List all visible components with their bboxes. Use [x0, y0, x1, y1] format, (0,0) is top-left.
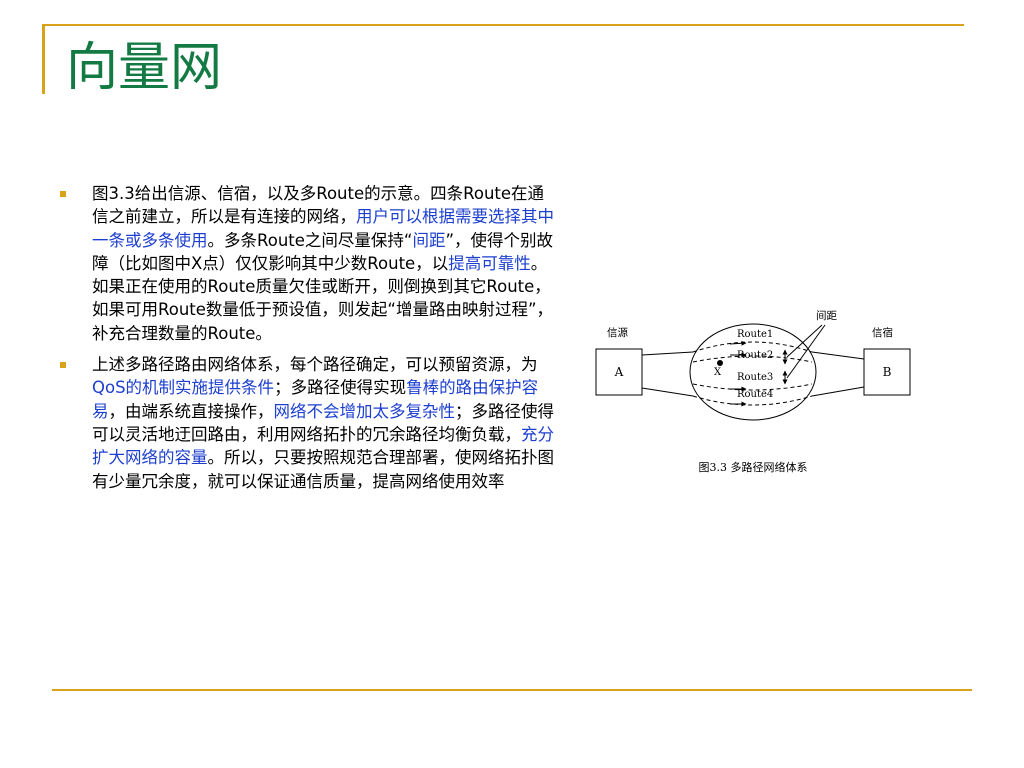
- connector-line: [641, 387, 694, 397]
- highlight-segment: 充分扩大网络的容量: [92, 424, 554, 468]
- text-segment: 。多条Route之间尽量保持“: [207, 230, 413, 250]
- text-segment: ，由端系统直接操作，: [108, 401, 274, 421]
- bullet-text: 图3.3给出信源、信宿，以及多Route的示意。四条Route在通信之前建立，所…: [92, 184, 554, 343]
- bullet-item-1: 图3.3给出信源、信宿，以及多Route的示意。四条Route在通信之前建立，所…: [60, 182, 556, 345]
- route-2-label: Route2: [737, 350, 773, 361]
- figure-caption: 图3.3 多路径网络体系: [699, 460, 808, 474]
- bullet-text: 上述多路径路由网络体系，每个路径确定，可以预留资源，为QoS的机制实施提供条件；…: [92, 355, 554, 490]
- route-3-label: Route3: [737, 372, 773, 383]
- route-1-path: [692, 341, 813, 353]
- route-3-path: [692, 383, 813, 391]
- multipath-network-diagram: 信源 信宿 间距 A B Route1 Route2 Route3 Route4…: [595, 309, 911, 474]
- node-b: B: [863, 348, 911, 396]
- bullet-list: 图3.3给出信源、信宿，以及多Route的示意。四条Route在通信之前建立，所…: [60, 182, 556, 501]
- node-b-box: [863, 348, 911, 396]
- spacing-leader-line: [786, 324, 826, 379]
- square-bullet-icon: [60, 191, 66, 197]
- text-segment: 上述多路径路由网络体系，每个路径确定，可以预留资源，为: [92, 355, 538, 375]
- failure-point-label: X: [714, 367, 722, 378]
- square-bullet-icon: [60, 362, 66, 369]
- highlight-segment: QoS的机制实施提供条件: [92, 378, 275, 398]
- page-title: 向量网: [66, 38, 223, 98]
- bullet-item-2: 上述多路径路由网络体系，每个路径确定，可以预留资源，为QoS的机制实施提供条件；…: [60, 353, 556, 493]
- node-a-box: [595, 348, 643, 396]
- connector-line: [811, 351, 865, 360]
- text-segment: ；多路径使得实现: [274, 378, 407, 398]
- route-4-label: Route4: [737, 389, 773, 400]
- failure-point-dot: [717, 360, 723, 366]
- highlight-segment: 用户可以根据需要选择其中一条或多条使用: [92, 207, 554, 250]
- highlight-segment: 间距: [412, 230, 446, 250]
- text-segment: 图3.3给出信源、信宿，以及多Route的示意。四条Route在通信之前建立，所…: [92, 184, 545, 227]
- text-segment: 。所以，只要按照规范合理部署，使网络拓扑图有少量冗余度，就可以保证通信质量，提高…: [92, 448, 554, 491]
- connector-line: [811, 386, 865, 397]
- bottom-accent-rule: [52, 689, 972, 691]
- route-4-path: [692, 395, 813, 406]
- text-segment: 。如果正在使用的Route质量欠佳或断开，则倒换到其它Route，如果可用Rou…: [92, 253, 553, 343]
- network-cloud: [689, 323, 817, 421]
- top-accent-rule: [42, 24, 964, 26]
- spacing-indicators: [782, 324, 826, 385]
- highlight-segment: 提高可靠性: [448, 253, 531, 273]
- text-segment: ”，使得个别故障（比如图中X点）仅仅影响其中少数Route，以: [92, 230, 554, 273]
- source-label: 信源: [607, 326, 628, 339]
- connector-line: [641, 351, 694, 356]
- left-accent-rule: [42, 24, 45, 94]
- node-b-label: B: [883, 365, 892, 379]
- sink-label: 信宿: [872, 326, 893, 339]
- highlight-segment: 鲁棒的路由保护容易: [92, 378, 539, 421]
- node-a: A: [595, 348, 643, 396]
- highlight-segment: 网络不会增加太多复杂性: [273, 401, 456, 421]
- node-a-label: A: [614, 365, 624, 379]
- route-1-label: Route1: [737, 329, 773, 340]
- connector-lines: [641, 351, 865, 397]
- spacing-label: 间距: [816, 309, 837, 322]
- route-1-arrow: [729, 340, 747, 346]
- spacing-leader-line: [786, 324, 823, 358]
- text-segment: ；多路径使得可以灵活地迂回路由，利用网络拓扑的冗余路径均衡负载，: [92, 401, 554, 444]
